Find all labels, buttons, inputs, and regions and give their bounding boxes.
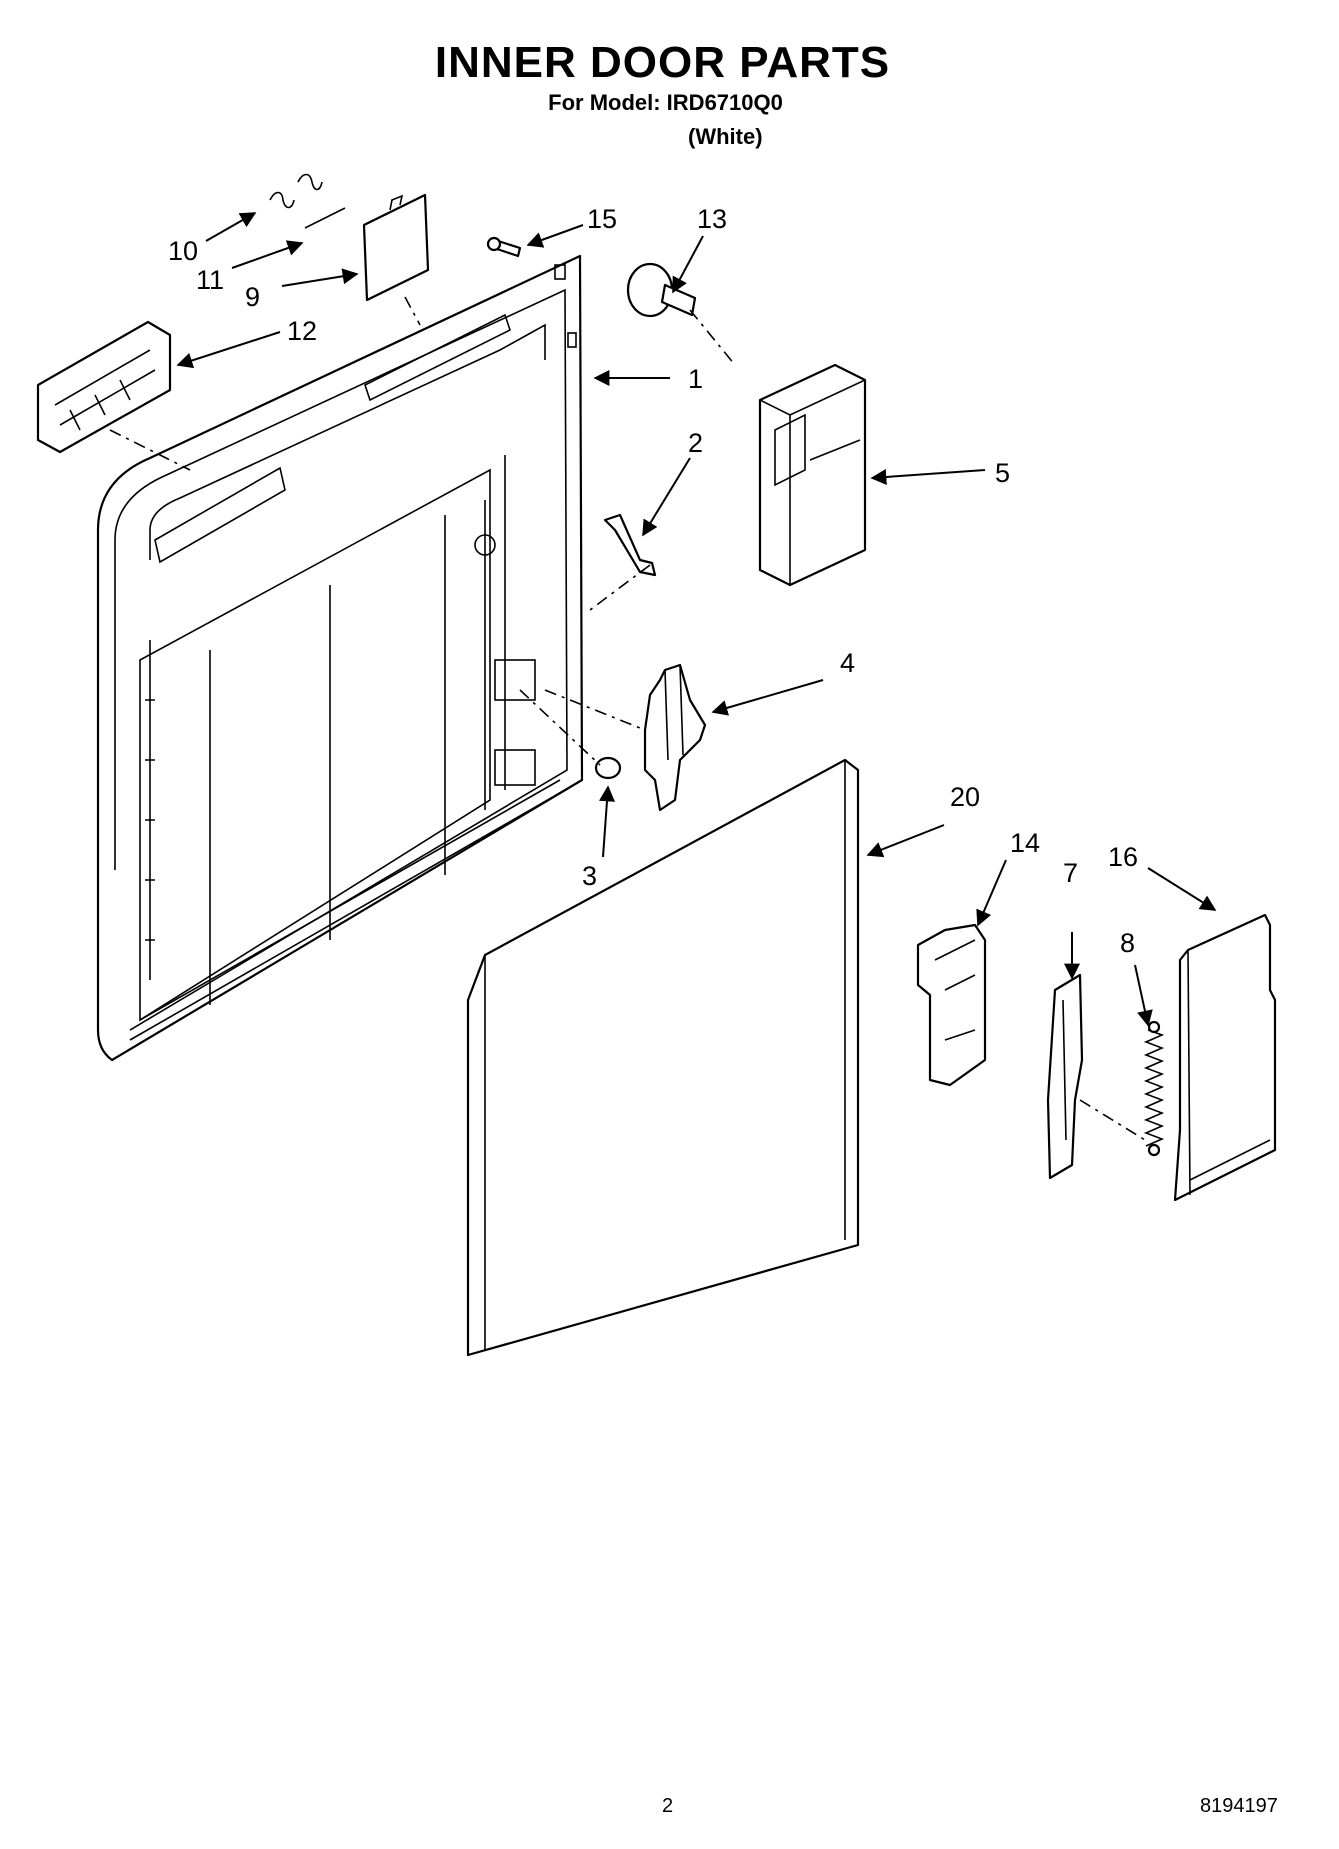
- callout-13: 13: [697, 204, 727, 234]
- callout-labels: 1 2 3 4 5 7 8 9 10 11 12 13 14 15 16 20: [168, 204, 1138, 958]
- part-side-trim: [1173, 913, 1277, 1202]
- callout-9: 9: [245, 282, 260, 312]
- page-number: 2: [662, 1795, 674, 1817]
- callout-1: 1: [688, 364, 703, 394]
- part-knob: [626, 262, 697, 318]
- page-title: INNER DOOR PARTS: [434, 38, 891, 87]
- part-inner-door-panel: [96, 254, 584, 1062]
- document-number: 8194197: [1200, 1795, 1278, 1817]
- callout-12: 12: [287, 316, 317, 346]
- callout-15: 15: [587, 204, 617, 234]
- callout-8: 8: [1120, 928, 1135, 958]
- part-spring: [1143, 1020, 1165, 1157]
- callout-14: 14: [1010, 828, 1040, 858]
- callout-5: 5: [995, 458, 1010, 488]
- part-hinge: [916, 923, 987, 1087]
- part-vent-bezel: [36, 320, 172, 454]
- callout-16: 16: [1108, 842, 1138, 872]
- assembly-lines: [109, 296, 1146, 1141]
- callout-2: 2: [688, 428, 703, 458]
- part-cover-assembly: [269, 173, 430, 302]
- part-door-panel: [466, 758, 860, 1357]
- callout-4: 4: [840, 648, 855, 678]
- callout-7: 7: [1063, 858, 1078, 888]
- part-link: [1046, 973, 1084, 1180]
- leader-lines: [176, 212, 1217, 1027]
- callout-11: 11: [196, 265, 224, 295]
- part-screw: [486, 236, 522, 258]
- part-dispenser: [758, 363, 867, 587]
- part-latch-bracket: [643, 663, 707, 812]
- model-line: For Model: IRD6710Q0: [548, 90, 783, 115]
- part-grommet: [594, 756, 622, 780]
- callout-3: 3: [582, 861, 597, 891]
- part-pin: [603, 513, 657, 577]
- callout-10: 10: [168, 236, 198, 266]
- callout-20: 20: [950, 782, 980, 812]
- color-variant: (White): [688, 124, 763, 149]
